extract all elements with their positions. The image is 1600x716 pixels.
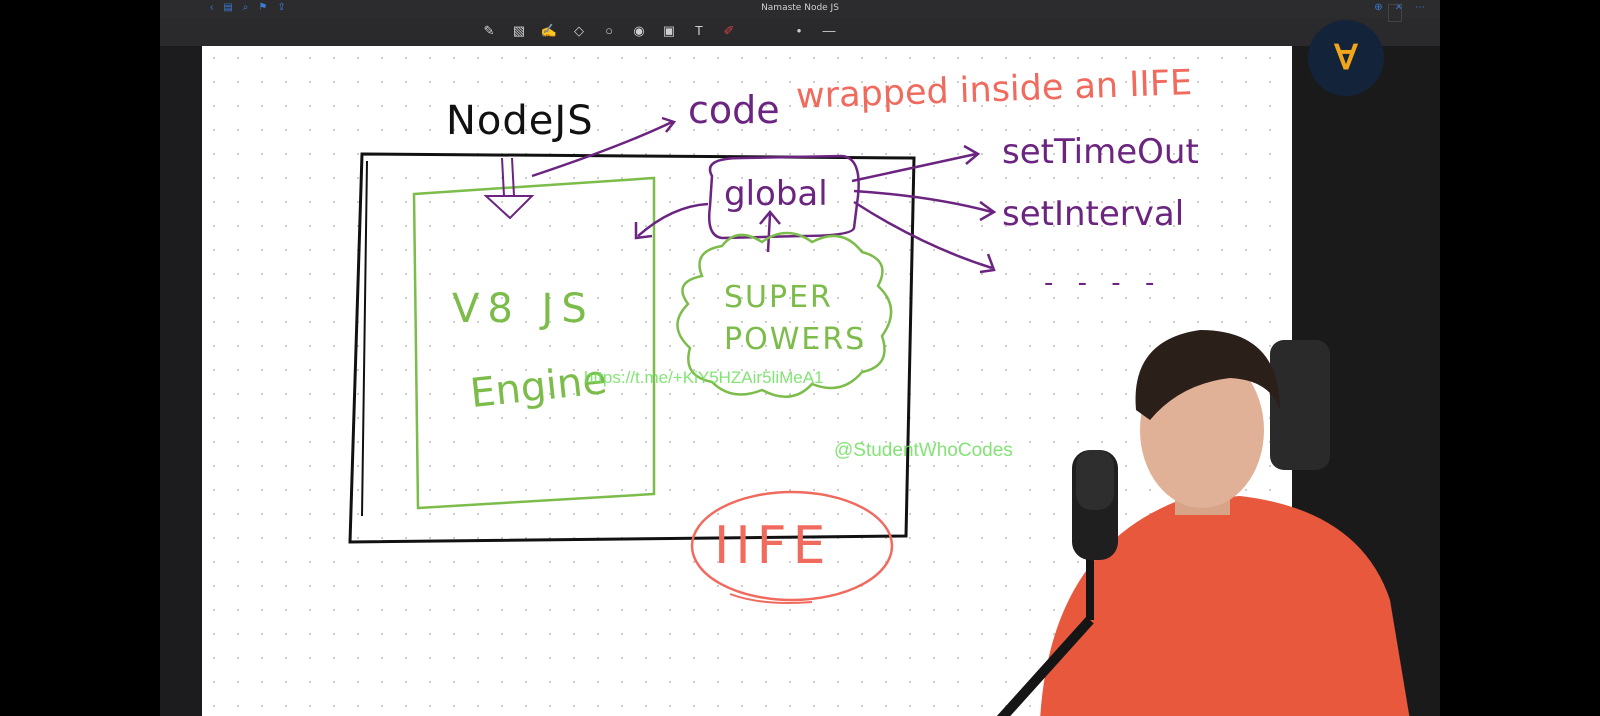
eraser-icon[interactable]: ▧ <box>512 23 526 38</box>
iife-label: IIFE <box>714 516 832 576</box>
stroke-line-icon[interactable]: — <box>822 23 836 38</box>
selection-icon[interactable]: ◉ <box>633 23 645 38</box>
telegram-link-watermark[interactable]: https://t.me/+KiY5HZAir5liMeA1 <box>584 368 824 387</box>
bookmark-icon[interactable]: ⚑ <box>258 2 268 13</box>
video-frame: ‹ ▤ ⌕ ⚑ ⇪ Namaste Node JS ⊕ ✕ ⋯ ✎ ▧ ✍ ◇ … <box>160 0 1440 716</box>
lasso-icon[interactable]: ○ <box>605 23 613 38</box>
handle-watermark: @StudentWhoCodes <box>834 440 1013 461</box>
presenter-image <box>996 330 1410 716</box>
code-label: code <box>688 88 780 132</box>
ellipsis-label: - - - - <box>1044 268 1163 298</box>
right-letterbox <box>1388 0 1600 716</box>
channel-logo-icon: Ɐ <box>1334 39 1358 77</box>
app-titlebar: ‹ ▤ ⌕ ⚑ ⇪ Namaste Node JS ⊕ ✕ ⋯ <box>160 0 1440 18</box>
nodejs-box <box>348 152 916 544</box>
setinterval-label: setInterval <box>1002 194 1185 234</box>
settimeout-label: setTimeOut <box>1002 132 1199 172</box>
v8-engine-box <box>412 176 656 510</box>
highlighter-icon[interactable]: ✍ <box>540 23 558 38</box>
back-icon[interactable]: ‹ <box>210 2 214 13</box>
nodejs-label: NodeJS <box>446 98 594 144</box>
titlebar-left-icons: ‹ ▤ ⌕ ⚑ ⇪ <box>210 2 286 13</box>
pen-color-icon[interactable]: ✐ <box>723 23 735 38</box>
stroke-dot-icon[interactable]: • <box>796 23 802 38</box>
more-icon[interactable]: ⋯ <box>1415 2 1425 13</box>
global-label: global <box>724 174 828 214</box>
close-icon[interactable]: ✕ <box>1394 2 1403 13</box>
v8-label: V8 JS <box>452 286 595 332</box>
pen-icon[interactable]: ✎ <box>483 23 495 38</box>
share-icon[interactable]: ⇪ <box>277 2 286 13</box>
search-icon[interactable]: ⌕ <box>242 2 249 13</box>
titlebar-right-icons: ⊕ ✕ ⋯ <box>1374 2 1425 13</box>
shapes-icon[interactable]: ◇ <box>574 23 584 38</box>
drawing-toolbar: ✎ ▧ ✍ ◇ ○ ◉ ▣ T ✐ • — <box>160 18 1440 46</box>
window-title: Namaste Node JS <box>761 3 839 13</box>
superpowers-cloud <box>676 231 893 398</box>
sidebar-icon[interactable]: ▤ <box>223 2 233 13</box>
powers-label: POWERS <box>724 322 867 357</box>
channel-logo: Ɐ <box>1308 20 1384 96</box>
iife-ellipse <box>690 490 894 602</box>
super-label: SUPER <box>724 280 833 315</box>
image-icon[interactable]: ▣ <box>662 23 676 38</box>
tool-group: ✎ ▧ ✍ ◇ ○ ◉ ▣ T ✐ • — <box>480 23 838 39</box>
drawing-strokes <box>348 116 997 604</box>
global-box <box>708 154 860 240</box>
corner-icon <box>1388 4 1402 22</box>
new-page-icon[interactable]: ⊕ <box>1374 2 1383 13</box>
text-icon[interactable]: T <box>695 23 703 38</box>
